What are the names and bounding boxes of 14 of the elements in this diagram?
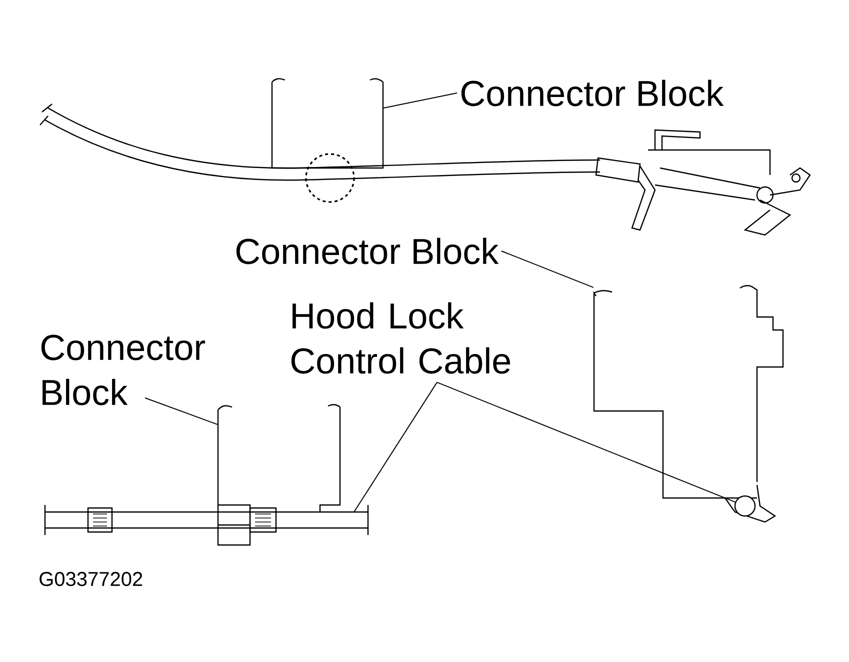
cable	[44, 504, 369, 536]
part-label: Connector Block	[41, 334, 206, 406]
leader-line	[354, 382, 438, 512]
part-label: Connector Block	[236, 238, 499, 264]
leader-line	[500, 250, 594, 288]
leader-line	[436, 382, 736, 503]
connector-block	[593, 285, 784, 523]
leader-line	[383, 92, 458, 108]
part-label: Connector Block	[461, 80, 724, 106]
connector-block	[217, 404, 341, 513]
figure-code: G03377202	[40, 572, 142, 586]
leader-line	[144, 397, 218, 425]
part-label: Hood Lock Control Cable	[291, 302, 510, 374]
connector-block	[271, 78, 384, 169]
